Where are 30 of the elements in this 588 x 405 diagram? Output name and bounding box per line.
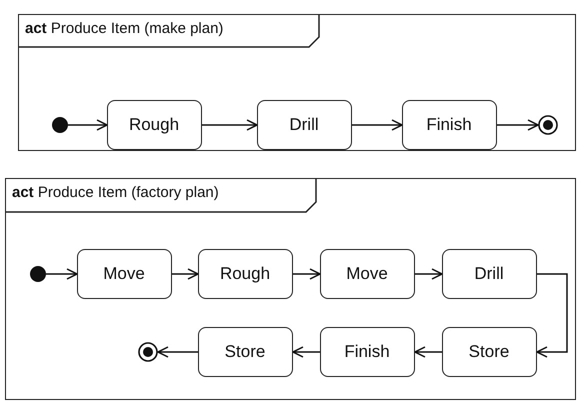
action-box: Finish — [320, 326, 414, 376]
control-flow-arrow — [172, 268, 199, 280]
control-flow-arrow — [46, 268, 78, 280]
initial-node — [52, 116, 68, 132]
action-box: Finish — [402, 100, 496, 150]
control-flow-arrow — [352, 119, 403, 131]
action-box: Drill — [442, 248, 536, 298]
final-node — [538, 114, 558, 134]
control-flow-arrow — [157, 346, 198, 358]
frame-heading: act Produce Item (make plan) — [25, 20, 224, 37]
action-box: Drill — [256, 100, 352, 150]
control-flow-arrow — [497, 119, 539, 131]
action-box: Move — [76, 248, 172, 298]
control-flow-arrow — [415, 268, 443, 280]
action-box: Store — [442, 326, 536, 376]
activity-frame — [18, 14, 576, 151]
control-flow-arrow — [536, 273, 568, 358]
control-flow-arrow — [292, 346, 320, 358]
action-box: Rough — [106, 100, 202, 150]
action-box: Move — [320, 248, 414, 298]
frame-heading: act Produce Item (factory plan) — [12, 184, 219, 201]
initial-node — [30, 266, 46, 282]
control-flow-arrow — [414, 346, 442, 358]
control-flow-arrow — [293, 268, 321, 280]
action-box: Rough — [198, 248, 292, 298]
control-flow-arrow — [68, 119, 108, 131]
final-node — [138, 342, 158, 362]
activity-frame — [5, 178, 576, 400]
action-box: Store — [198, 326, 292, 376]
control-flow-arrow — [202, 119, 258, 131]
